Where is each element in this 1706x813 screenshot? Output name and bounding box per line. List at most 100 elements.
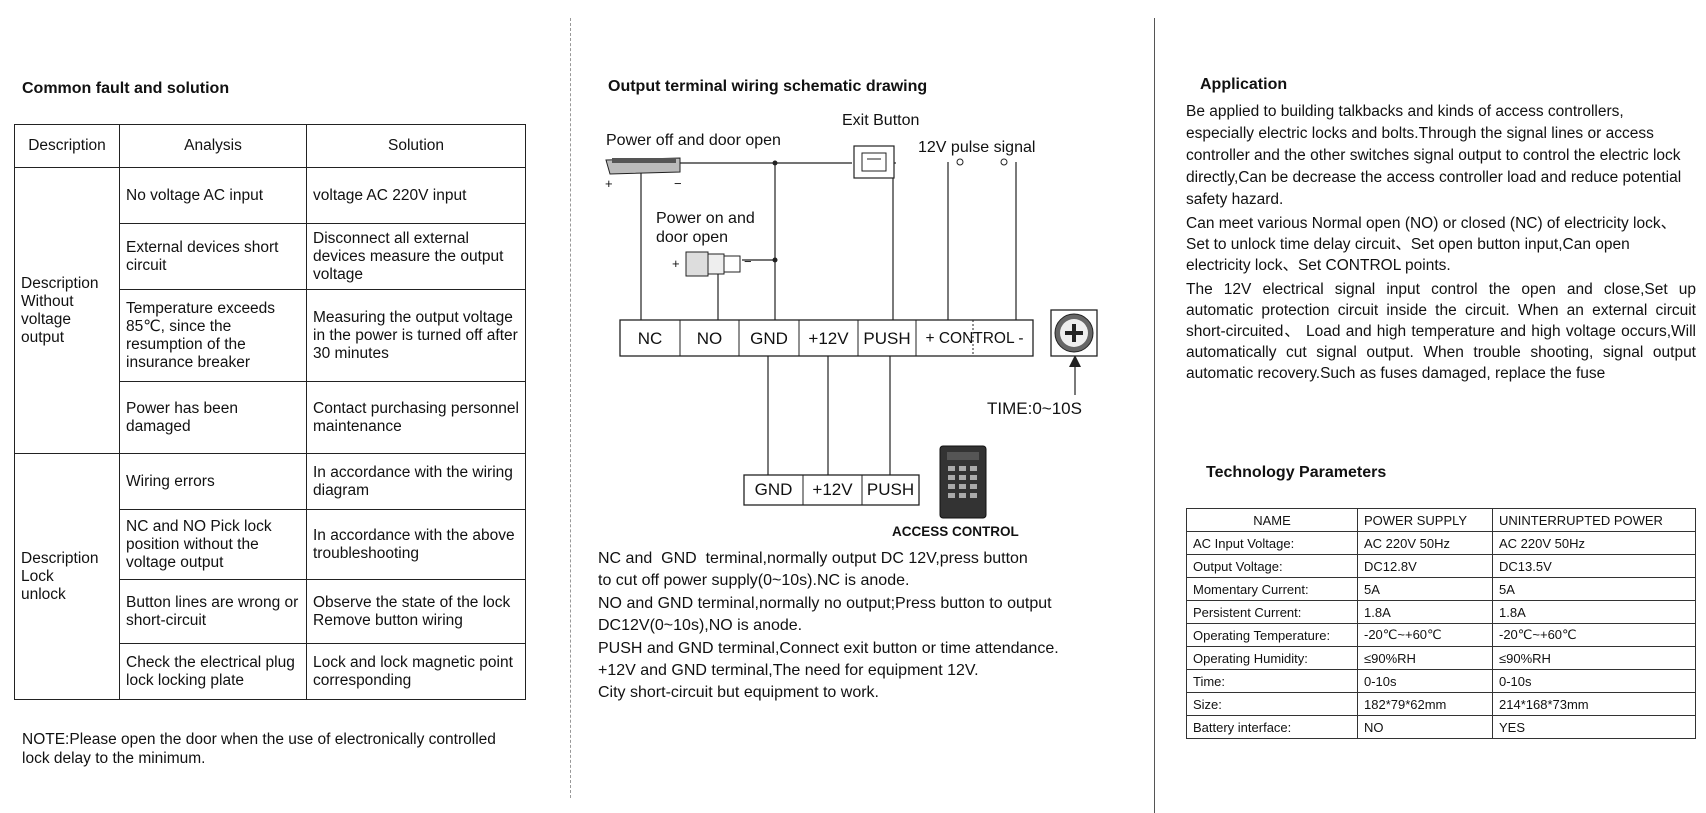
tech-header-name: NAME xyxy=(1186,508,1358,532)
tech-cell-name: Battery interface: xyxy=(1186,715,1358,739)
tech-row: Output Voltage: DC12.8V DC13.5V xyxy=(1186,554,1696,578)
label-pulse-signal: 12V pulse signal xyxy=(918,139,1036,156)
tech-table: NAME POWER SUPPLY UNINTERRUPTED POWER AC… xyxy=(1186,508,1696,739)
tech-cell-name: Momentary Current: xyxy=(1186,577,1358,601)
terminal-bottom-gnd: GND xyxy=(754,480,793,499)
terminal-strip-top xyxy=(619,319,1034,357)
tech-row: AC Input Voltage: AC 220V 50Hz AC 220V 5… xyxy=(1186,531,1696,555)
tech-cell-power: DC12.8V xyxy=(1357,554,1493,578)
fault-group-description: Description Lock unlock xyxy=(14,453,120,700)
fault-analysis: Power has been damaged xyxy=(119,381,307,454)
label-power-on-2: door open xyxy=(656,229,729,246)
terminal-12v: +12V xyxy=(808,329,849,348)
keypad-icon xyxy=(939,445,987,519)
tech-row: Time: 0-10s 0-10s xyxy=(1186,669,1696,693)
wiring-section-title: Output terminal wiring schematic drawing xyxy=(608,78,928,95)
terminal-control: + CONTROL - xyxy=(925,330,1024,347)
fault-solution: Contact purchasing personnel maintenance xyxy=(306,381,526,454)
tech-cell-ups: 5A xyxy=(1492,577,1696,601)
tech-cell-ups: 0-10s xyxy=(1492,669,1696,693)
tech-cell-power: 5A xyxy=(1357,577,1493,601)
terminal-gnd: GND xyxy=(750,329,788,348)
fault-solution: In accordance with the above troubleshoo… xyxy=(306,509,526,580)
fault-solution: voltage AC 220V input xyxy=(306,167,526,224)
wiring-line: to cut off power supply(0~10s).NC is ano… xyxy=(598,572,910,590)
application-paragraph: Can meet various Normal open (NO) or clo… xyxy=(1186,215,1677,274)
label-plus-bolt: + xyxy=(672,256,680,271)
tech-cell-ups: YES xyxy=(1492,715,1696,739)
tech-cell-ups: ≤90%RH xyxy=(1492,646,1696,670)
tech-cell-ups: 1.8A xyxy=(1492,600,1696,624)
tech-cell-power: 182*79*62mm xyxy=(1357,692,1493,716)
wiring-line: DC12V(0~10s),NO is anode. xyxy=(598,617,803,635)
fault-solution: Disconnect all external devices measure … xyxy=(306,223,526,290)
tech-header-power-supply: POWER SUPPLY xyxy=(1357,508,1493,532)
bolt-lock-icon xyxy=(685,251,741,277)
label-time: TIME:0~10S xyxy=(987,399,1082,418)
exit-button-icon xyxy=(853,145,895,179)
fault-header-description: Description xyxy=(14,124,120,168)
fault-analysis: Button lines are wrong or short-circuit xyxy=(119,579,307,644)
label-minus-bolt: − xyxy=(744,254,752,269)
fault-analysis: Wiring errors xyxy=(119,453,307,510)
tech-cell-name: Operating Humidity: xyxy=(1186,646,1358,670)
label-plus: + xyxy=(605,176,613,191)
fault-section-title: Common fault and solution xyxy=(22,80,230,97)
fault-header-analysis: Analysis xyxy=(119,124,307,168)
label-exit-button: Exit Button xyxy=(842,112,920,129)
fault-solution: Observe the state of the lock Remove but… xyxy=(306,579,526,644)
terminal-bottom-push: PUSH xyxy=(866,480,915,499)
tech-header-uninterrupted: UNINTERRUPTED POWER xyxy=(1492,508,1696,532)
wiring-line: PUSH and GND terminal,Connect exit butto… xyxy=(598,639,1059,657)
fault-analysis: No voltage AC input xyxy=(119,167,307,224)
tech-cell-name: Time: xyxy=(1186,669,1358,693)
column-divider-left xyxy=(570,18,571,798)
tech-cell-ups: DC13.5V xyxy=(1492,554,1696,578)
tech-row: Persistent Current: 1.8A 1.8A xyxy=(1186,600,1696,624)
wiring-line: NC and GND terminal,normally output DC 1… xyxy=(598,550,1028,567)
wiring-line: NO and GND terminal,normally no output;P… xyxy=(598,594,1052,612)
tech-cell-power: NO xyxy=(1357,715,1493,739)
wiring-line: City short-circuit but equipment to work… xyxy=(598,684,879,702)
tech-cell-power: AC 220V 50Hz xyxy=(1357,531,1493,555)
strike-lock-icon xyxy=(605,157,681,175)
time-knob-icon xyxy=(1050,309,1098,357)
tech-row: Operating Temperature: -20℃~+60℃ -20℃~+6… xyxy=(1186,623,1696,647)
tech-cell-name: Output Voltage: xyxy=(1186,554,1358,578)
wiring-diagram xyxy=(605,145,1098,519)
tech-cell-power: -20℃~+60℃ xyxy=(1357,623,1493,647)
tech-row: Battery interface: NO YES xyxy=(1186,715,1696,739)
tech-cell-name: AC Input Voltage: xyxy=(1186,531,1358,555)
tech-section-title: Technology Parameters xyxy=(1206,464,1387,481)
column-divider-right xyxy=(1154,18,1155,813)
fault-note: NOTE:Please open the door when the use o… xyxy=(22,731,496,767)
tech-cell-ups: 214*168*73mm xyxy=(1492,692,1696,716)
terminal-push: PUSH xyxy=(863,329,911,348)
wiring-line: +12V and GND terminal,The need for equip… xyxy=(598,662,979,680)
terminal-nc: NC xyxy=(637,329,663,348)
wiring-description: NC and GND terminal,normally output DC 1… xyxy=(598,548,1158,705)
label-minus: − xyxy=(674,176,682,191)
tech-cell-power: 0-10s xyxy=(1357,669,1493,693)
label-power-on-1: Power on and xyxy=(656,210,755,227)
tech-row: Momentary Current: 5A 5A xyxy=(1186,577,1696,601)
fault-solution: Measuring the output voltage in the powe… xyxy=(306,289,526,382)
fault-table: Description Analysis Solution Descriptio… xyxy=(14,124,526,700)
fault-solution: In accordance with the wiring diagram xyxy=(306,453,526,510)
application-paragraph: The 12V electrical signal input control … xyxy=(1186,281,1696,382)
application-section-title: Application xyxy=(1200,76,1288,93)
label-power-off: Power off and door open xyxy=(606,132,781,149)
fault-header-solution: Solution xyxy=(306,124,526,168)
tech-cell-name: Persistent Current: xyxy=(1186,600,1358,624)
tech-cell-power: ≤90%RH xyxy=(1357,646,1493,670)
fault-solution: Lock and lock magnetic point correspondi… xyxy=(306,643,526,700)
tech-cell-name: Operating Temperature: xyxy=(1186,623,1358,647)
tech-cell-ups: -20℃~+60℃ xyxy=(1492,623,1696,647)
tech-cell-power: 1.8A xyxy=(1357,600,1493,624)
terminal-bottom-12v: +12V xyxy=(812,480,853,499)
terminal-strip-bottom xyxy=(743,474,920,506)
tech-row: Operating Humidity: ≤90%RH ≤90%RH xyxy=(1186,646,1696,670)
label-access-control: ACCESS CONTROL xyxy=(892,524,1019,539)
fault-analysis: NC and NO Pick lock position without the… xyxy=(119,509,307,580)
fault-analysis: External devices short circuit xyxy=(119,223,307,290)
